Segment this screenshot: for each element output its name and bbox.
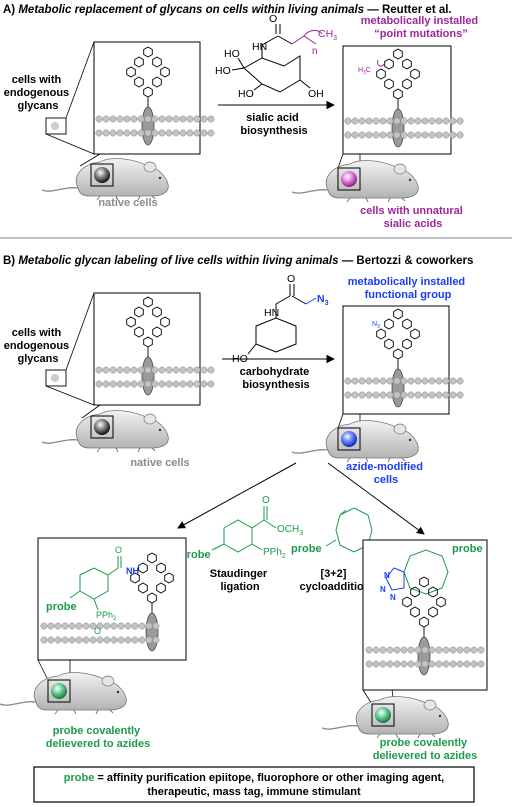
panel-b-zoom-line <box>337 413 344 429</box>
footer-line-2: therapeutic, mass tag, immune stimulant <box>147 786 361 798</box>
staudinger-product-cell <box>51 683 67 699</box>
panel-a-zoom-line <box>337 153 344 169</box>
cyclooctyne-probe: probe <box>291 543 322 555</box>
cycloaddition-arrow <box>327 462 425 535</box>
cycloaddition-product-cell <box>375 707 391 723</box>
panel-b-zoom-line <box>65 292 95 371</box>
staudinger-product-probe: probe <box>46 601 77 613</box>
cycloaddition-product-structure <box>403 549 449 595</box>
panel-b-chem-o: O <box>287 273 295 285</box>
cycloaddition-zoom-line <box>362 689 373 705</box>
panel-a-chem-h3c: H3C <box>358 67 371 76</box>
staudinger-delivered-label: probe covalently delievered to azides <box>46 725 151 750</box>
staudinger-product-mouse-box <box>47 679 71 703</box>
panel-b-azide-mouse-box <box>337 427 361 451</box>
staudinger-arrow <box>177 462 297 529</box>
staudinger-label: Staudinger ligation <box>210 568 271 593</box>
panel-b-chem-n3: N3 <box>317 293 329 307</box>
triazole-ring <box>385 567 405 591</box>
panel-a-small-inset-cell <box>51 122 59 130</box>
triazole-n1: N <box>384 571 390 580</box>
panel-b-azidosugar-structure <box>247 284 317 355</box>
phosphine-reagent-structure <box>211 506 277 553</box>
panel-b-azide-label: azide-modified cells <box>346 461 426 486</box>
panel-a-chem-oh: OH <box>308 88 324 100</box>
phosphine-probe: probe <box>180 549 211 561</box>
panel-b-installed-label: metabolically installed functional group <box>348 276 468 301</box>
panel-b-zoom-line <box>81 404 101 419</box>
panel-a-unnatural-label: cells with unnatural sialic acids <box>360 205 466 230</box>
panel-a-native-cell <box>94 167 110 183</box>
panel-b-title: B) Metabolic glycan labeling of live cel… <box>3 255 473 267</box>
triazole-n2: N <box>380 585 386 594</box>
panel-b-native-label: native cells <box>130 457 189 469</box>
panel-b-cells-label: cells with endogenous glycans <box>4 327 72 365</box>
panel-a-chem-o: O <box>269 13 277 25</box>
staudinger-zoom-line <box>37 659 49 681</box>
panel-a-native-label: native cells <box>98 197 157 209</box>
cycloaddition-label: [3+2] cycloaddition <box>300 568 371 593</box>
staudinger-product-o2: O <box>94 626 101 636</box>
cycloaddition-delivered-label: probe covalently delievered to azides <box>373 737 478 762</box>
phosphine-och3: OCH3 <box>277 524 303 537</box>
panel-a-chem-ch3: CH3 <box>318 28 337 42</box>
staudinger-product-pph2: PPh2 <box>96 610 117 622</box>
panel-a-modified-chain <box>377 59 385 67</box>
panel-a-mannosamine-structure <box>231 24 323 93</box>
triazole-n3: N <box>390 593 396 602</box>
panel-a-arrow-label: sialic acid biosynthesis <box>240 112 307 137</box>
staudinger-product-nh: NH <box>126 566 139 576</box>
panel-b-native-cell <box>94 419 110 435</box>
phosphine-o: O <box>262 495 270 506</box>
panel-b-zoom-line <box>45 385 95 406</box>
panel-a-installed-label: metabolically installed “point mutations… <box>361 15 481 40</box>
panel-b-azide-n3-small: N3 <box>372 321 380 330</box>
panel-a-chem-ho1: HO <box>224 48 240 60</box>
panel-a-cells-label: cells with endogenous glycans <box>4 74 72 112</box>
panel-a-title: A) Metabolic replacement of glycans on c… <box>3 4 452 16</box>
cycloaddition-product-probe: probe <box>452 543 483 555</box>
panel-a-chem-n: n <box>312 46 318 57</box>
staudinger-product-structure <box>69 556 122 611</box>
panel-a-modified-cell <box>341 171 357 187</box>
panel-b-arrow-label: carbohydrate biosynthesis <box>240 366 313 391</box>
staudinger-product-o: O <box>115 545 122 555</box>
panel-a-native-mouse-box <box>90 163 114 187</box>
panel-b-native-mouse-box <box>90 415 114 439</box>
panel-b-small-inset-cell <box>51 374 59 382</box>
phosphine-pph2: PPh2 <box>263 547 286 560</box>
panel-a-chem-ho2: HO <box>215 65 231 77</box>
footer-definition-box <box>33 766 475 803</box>
panel-a-chem-hn: HN <box>252 41 267 53</box>
panel-b-azide-cell <box>341 431 357 447</box>
panel-a-zoom-line <box>79 153 101 167</box>
panel-a-modified-mouse-box <box>337 167 361 191</box>
panel-a-chem-ho3: HO <box>238 88 254 100</box>
footer-line-1: probe = affinity purification epiitope, … <box>64 772 444 784</box>
cycloaddition-product-mouse-box <box>371 703 395 727</box>
panel-b-chem-hn: HN <box>264 307 279 319</box>
panel-a-zoom-line <box>45 133 95 155</box>
panel-a-zoom-line <box>65 41 95 119</box>
